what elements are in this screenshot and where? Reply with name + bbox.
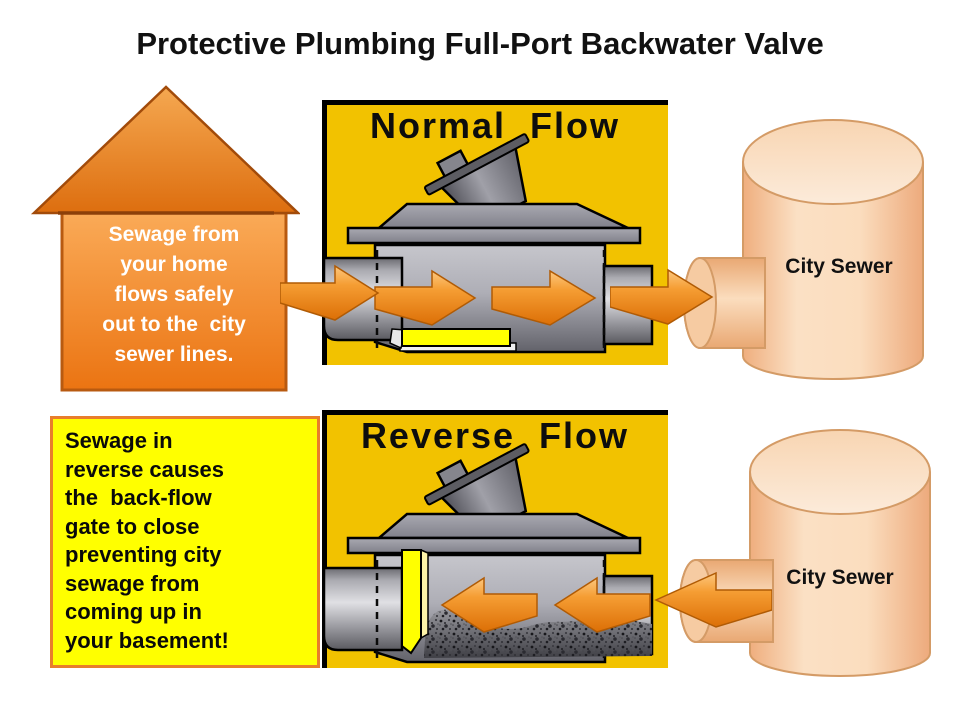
warning-line: sewage from	[65, 570, 200, 596]
panel-border-left	[322, 100, 327, 365]
warning-line: reverse causes	[65, 456, 225, 482]
page-title: Protective Plumbing Full-Port Backwater …	[136, 26, 824, 61]
city-sewer-top: City Sewer	[660, 110, 945, 390]
gate-edge-highlight	[420, 548, 429, 640]
flow-arrow-left	[654, 571, 772, 628]
city-sewer-bottom-graphic	[679, 429, 931, 677]
flow-arrow-right	[491, 269, 597, 326]
backwater-gate-closed	[401, 549, 422, 655]
valve-to-sewer-arrow	[610, 268, 714, 325]
valve-flange	[346, 226, 642, 245]
house-caption-line: your home	[120, 253, 228, 276]
flow-arrow-right	[374, 269, 477, 326]
cap-lid	[424, 443, 530, 506]
house-caption-line: flows safely	[114, 283, 234, 306]
warning-line: preventing city	[65, 542, 222, 567]
city-sewer-top-graphic	[683, 119, 924, 380]
city-sewer-label: City Sewer	[786, 566, 894, 589]
flow-arrow-left	[440, 576, 538, 633]
sewer-tank	[749, 472, 931, 677]
house-roof	[30, 85, 302, 215]
flow-arrow-right	[280, 264, 380, 321]
valve-inlet-pipe	[322, 566, 404, 652]
sewer-tank	[742, 162, 924, 380]
warning-line: gate to close	[65, 513, 200, 539]
sewer-tank-top	[749, 429, 931, 515]
warning-line: the back-flow	[65, 485, 212, 510]
normal-flow-diagram	[322, 100, 668, 365]
house-shape: Sewage from your home flows safely out t…	[28, 80, 302, 395]
reverse-warning-box: Sewage in reverse causes the back-flow g…	[50, 416, 320, 668]
panel-border-top	[322, 410, 668, 415]
house-body	[60, 211, 288, 392]
warning-line: your basement!	[65, 627, 229, 653]
backwater-gate-open	[401, 328, 511, 347]
warning-line: coming up in	[65, 599, 202, 624]
reverse-flow-panel: Reverse Flow	[322, 410, 668, 668]
house-caption-line: Sewage from	[108, 223, 240, 246]
normal-flow-arrows	[374, 269, 597, 326]
reverse-flow-diagram	[322, 410, 668, 668]
sewer-to-valve-arrow	[654, 571, 772, 628]
panel-border-left	[322, 410, 327, 668]
house-caption: Sewage from your home flows safely out t…	[62, 220, 286, 370]
sewer-tank-top	[742, 119, 924, 205]
city-sewer-bottom: City Sewer	[655, 420, 945, 700]
house-graphic	[30, 85, 302, 392]
warning-line: Sewage in	[65, 428, 173, 453]
flow-arrow-right	[610, 268, 714, 325]
reverse-flow-heading: Reverse Flow	[360, 415, 630, 456]
reverse-flow-arrows	[440, 576, 651, 633]
valve-flange	[346, 536, 642, 555]
normal-flow-panel: Normal Flow	[322, 100, 668, 365]
house-to-valve-arrow	[280, 264, 380, 321]
normal-flow-heading: Normal Flow	[369, 105, 621, 146]
cap-lid	[424, 133, 530, 196]
house-caption-line: sewer lines.	[114, 343, 234, 366]
city-sewer-label: City Sewer	[785, 255, 893, 278]
house-caption-line: out to the city	[102, 313, 246, 336]
flow-arrow-left	[553, 576, 651, 633]
panel-border-top	[322, 100, 668, 105]
